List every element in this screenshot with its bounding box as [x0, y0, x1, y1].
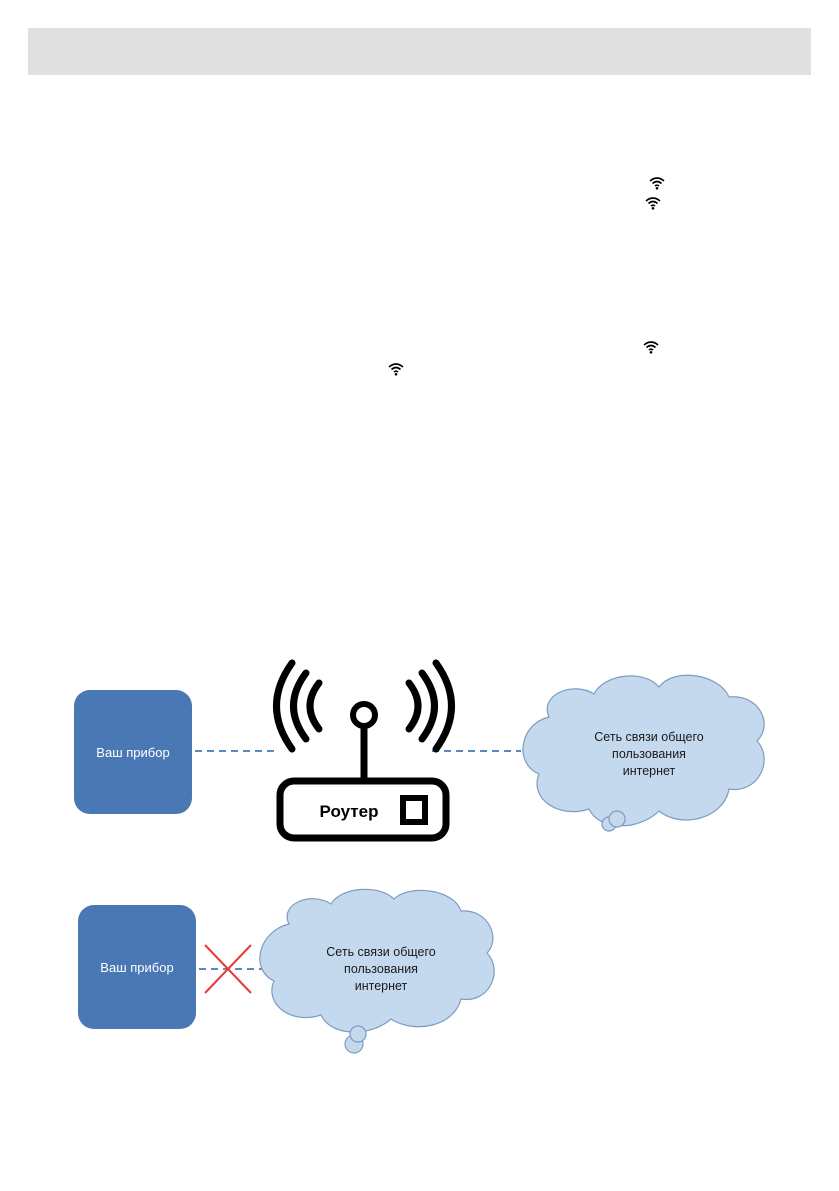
device-label: Ваш прибор [96, 745, 169, 760]
cloud-label-line-2: пользования [344, 962, 418, 976]
router-label: Роутер [320, 802, 379, 821]
wifi-icon [648, 176, 666, 190]
cloud-label-line-1: Сеть связи общего [326, 945, 435, 959]
connection-diagram: Ваш прибор Роутер [69, 659, 779, 1059]
diagram-bottom: Ваш прибор Сеть связи общего пользования… [78, 888, 495, 1054]
wifi-icon [387, 362, 405, 376]
cloud-label-line-3: интернет [623, 764, 676, 778]
cloud-label-line-3: интернет [355, 979, 408, 993]
wifi-icon [644, 196, 662, 210]
cloud-shape [522, 674, 765, 832]
device-box [74, 690, 192, 814]
device-label: Ваш прибор [100, 960, 173, 975]
device-box [78, 905, 196, 1029]
cross-icon [204, 944, 252, 994]
wifi-icon [642, 340, 660, 354]
cloud-label-line-1: Сеть связи общего [594, 730, 703, 744]
cloud-label-line-2: пользования [612, 747, 686, 761]
header-bar [28, 28, 811, 75]
cloud-shape [259, 888, 495, 1054]
diagram-top: Ваш прибор Роутер [74, 659, 765, 842]
router-icon [273, 659, 455, 842]
